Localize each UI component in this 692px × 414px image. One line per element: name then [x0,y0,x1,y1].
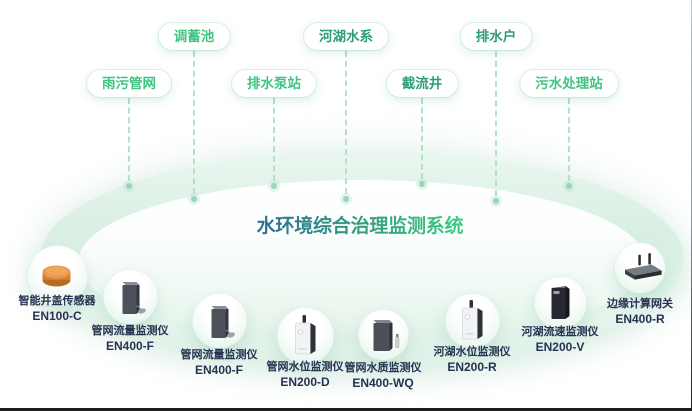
connector-dot [126,183,132,189]
device-pipe-water-quality-monitor: 管网水质监测仪 EN400-WQ [345,310,422,391]
device-model: EN200-V [535,340,585,354]
device-label: 河湖流速监测仪 [521,326,599,338]
device-label: 管网水质监测仪 [344,362,422,374]
white-cabinet-antenna-icon [294,315,315,355]
connector-storage-tank [191,51,197,202]
device-model: EN400-WQ [352,376,414,390]
pill-drainage-household: 排水户 [460,23,532,50]
connector-interception-well [419,98,425,187]
pill-storage-tank: 调蓄池 [158,23,230,50]
dark-cabinet-clamp-icon [122,282,146,314]
pill-interception-well: 截流井 [386,70,458,97]
device-smart-manhole-cover-sensor: 智能井盖传感器 EN100-C [19,246,96,324]
device-model: EN400-F [105,339,155,353]
device-model: EN100-C [32,309,82,323]
page-bottom-border [0,408,692,411]
connector-river-lake-system [343,51,349,202]
device-river-lake-flow-velocity-monitor: 河湖流速监测仪 EN200-V [522,277,599,355]
connector-rain-sewage-network [126,98,132,189]
device-model: EN400-R [615,312,665,326]
device-edge-computing-gateway: 边缘计算网关 EN400-R [607,243,673,327]
pill-rain-sewage-pipe-network: 雨污管网 [87,70,171,97]
device-label: 管网水位监测仪 [266,361,344,373]
connector-dot [419,181,425,187]
manhole-sensor-icon [42,265,70,287]
connector-dot [343,196,349,202]
pill-drainage-pump-station: 排水泵站 [232,70,316,97]
white-cabinet-antenna-icon [461,300,482,340]
device-model: EN400-F [194,363,244,377]
device-pipe-flow-monitor-2: 管网流量监测仪 EN400-F [181,294,258,378]
connector-sewage-treatment-station [566,98,572,189]
connector-dot [493,198,499,204]
connector-drainage-pump-station [271,98,277,189]
connector-dot [566,183,572,189]
router-antennas-icon [625,253,662,280]
device-river-lake-water-level-monitor: 河湖水位监测仪 EN200-R [434,294,511,375]
device-label: 边缘计算网关 [607,298,673,310]
device-label: 管网流量监测仪 [91,325,169,337]
page-right-border [690,0,692,410]
diagram-title: 水环境综合治理监测系统 [257,211,464,238]
pill-sewage-treatment-station: 污水处理站 [520,70,618,97]
device-pipe-flow-monitor-1: 管网流量监测仪 EN400-F [92,270,169,354]
connector-dot [191,196,197,202]
device-label: 智能井盖传感器 [18,295,96,307]
device-label: 河湖水位监测仪 [433,346,511,358]
device-model: EN200-D [280,375,330,389]
device-model: EN200-R [447,360,497,374]
connector-drainage-household [493,51,499,204]
connector-dot [271,183,277,189]
device-pipe-water-level-monitor: 管网水位监测仪 EN200-D [267,308,344,390]
device-label: 管网流量监测仪 [180,349,258,361]
dark-cabinet-clamp-icon [211,306,235,338]
black-cabinet-icon [551,286,569,319]
dark-cabinet-probe-icon [373,320,399,351]
pill-river-lake-system: 河湖水系 [304,23,388,50]
